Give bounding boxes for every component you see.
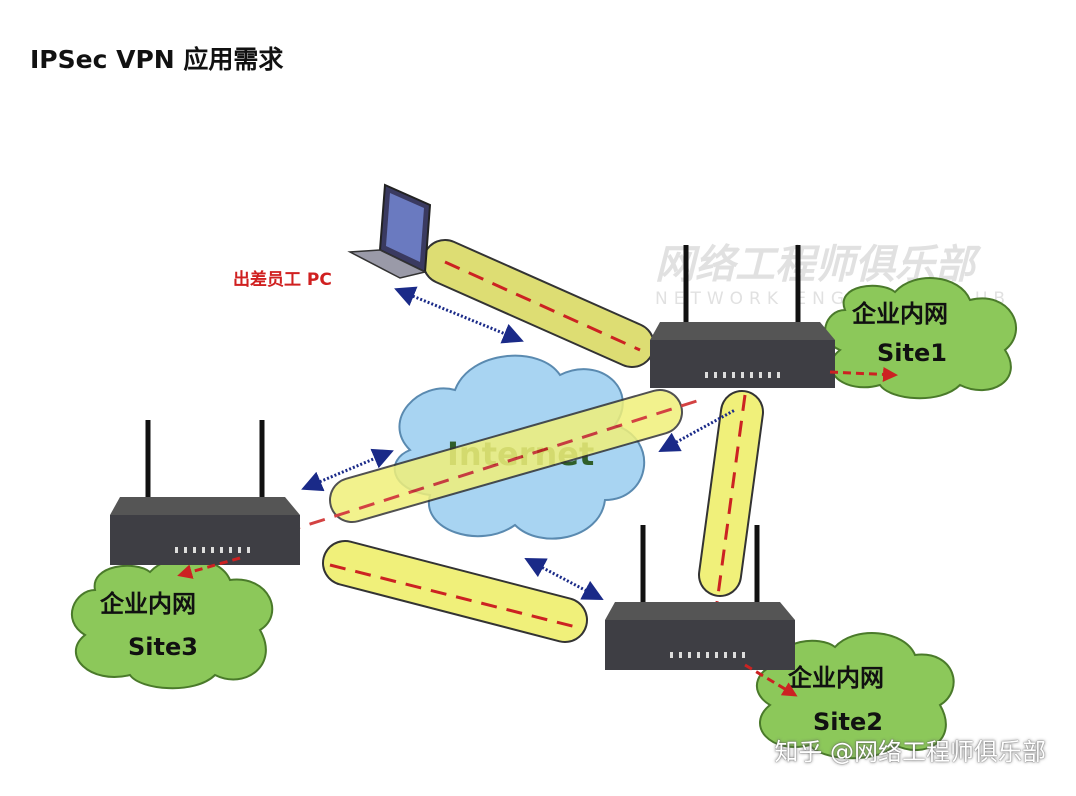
laptop-icon <box>347 183 432 279</box>
site2-label-cn: 企业内网 <box>788 664 884 692</box>
site3-label: Site3 <box>128 633 198 661</box>
site1-label-cn: 企业内网 <box>852 300 948 328</box>
connection-arrows <box>301 286 736 600</box>
tunnel-site1-site2 <box>698 390 764 611</box>
source-credit: 知乎 @网络工程师俱乐部 <box>774 738 1046 766</box>
traffic-arrows <box>177 366 898 697</box>
site3-label-cn: 企业内网 <box>100 590 196 618</box>
tunnel-site3-site1 <box>259 389 701 542</box>
pc-label: 出差员工 PC <box>233 269 332 290</box>
site2-cloud: 企业内网 Site2 <box>756 632 955 760</box>
site2-label: Site2 <box>813 708 883 736</box>
router-site2-icon <box>605 525 795 670</box>
router-site1-icon <box>650 245 835 388</box>
router-site3-icon <box>110 420 300 565</box>
tunnel-site3-site2 <box>322 540 588 643</box>
site3-cloud: 企业内网 Site3 <box>70 557 274 690</box>
tunnel-pc-site1 <box>422 239 655 368</box>
site1-cloud: 企业内网 Site1 <box>824 277 1017 400</box>
page-title: IPSec VPN 应用需求 <box>30 45 284 74</box>
site1-label: Site1 <box>877 339 947 367</box>
